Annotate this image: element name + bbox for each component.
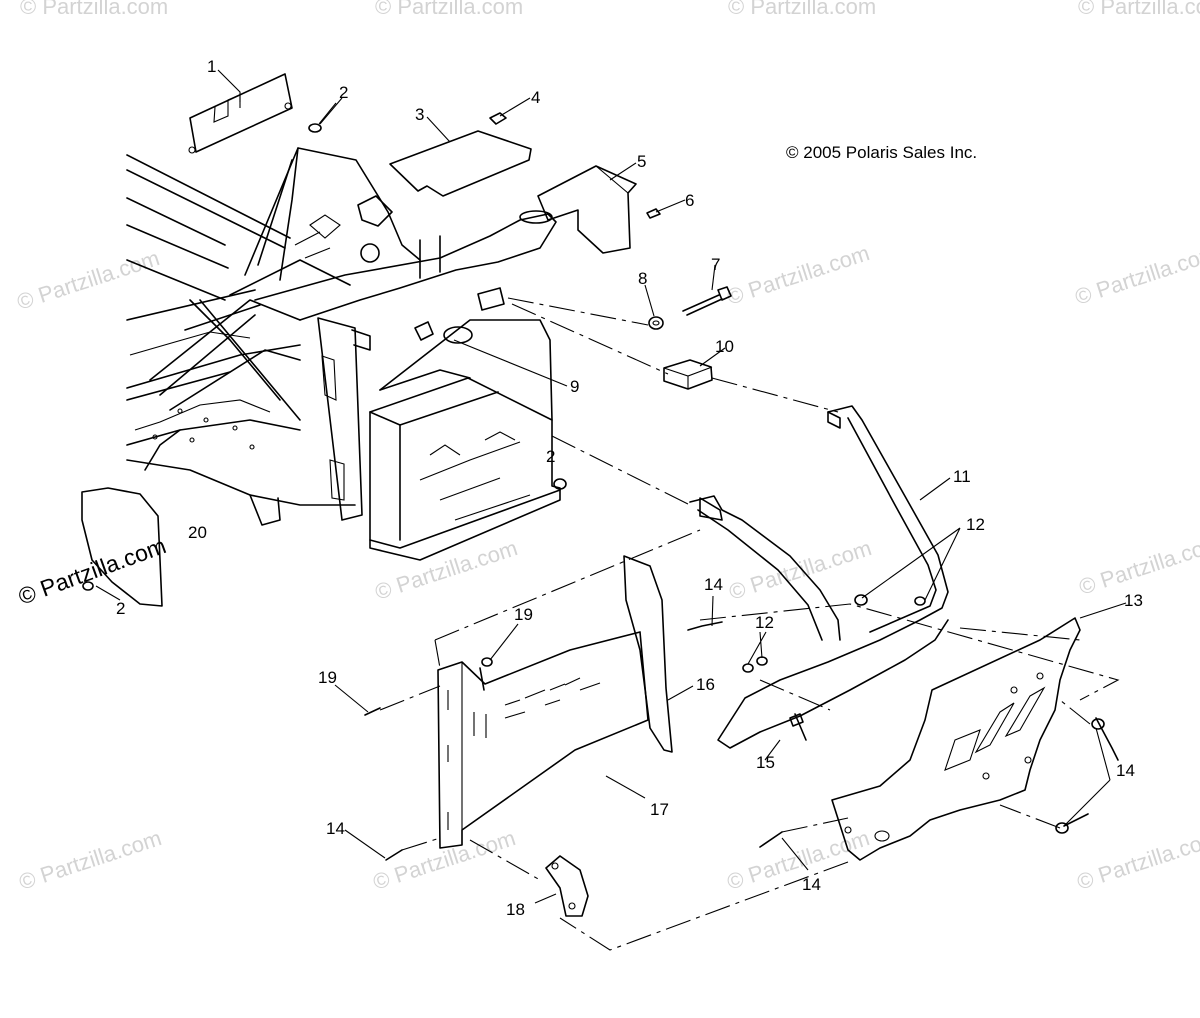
callout-14c: 14 [802,875,821,894]
callout-14: 14 [704,575,723,594]
watermark: © Partzilla.com [1072,240,1200,310]
callout-6: 6 [685,191,694,210]
callout-2c: 2 [116,599,125,618]
watermark: © Partzilla.com [375,0,523,19]
watermark: © Partzilla.com [16,825,165,895]
part-8-washer [648,316,664,330]
watermark: © Partzilla.com [724,240,873,310]
frame-assembly [126,147,557,526]
part-16-plate [623,555,673,753]
callout-18: 18 [506,900,525,919]
watermark: © Partzilla.com [1074,825,1200,895]
watermark: © Partzilla.com [1076,530,1200,600]
part-18-strap [545,855,589,917]
callout-13: 13 [1124,591,1143,610]
watermark: © Partzilla.com [372,535,521,605]
watermark: © Partzilla.com [1078,0,1200,19]
watermarks: © Partzilla.com © Partzilla.com © Partzi… [14,0,1200,895]
watermark: © Partzilla.com [14,245,163,315]
callout-12b: 12 [755,613,774,632]
part-13-skid-plate [831,617,1081,861]
callout-7: 7 [711,255,720,274]
callout-17: 17 [650,800,669,819]
watermark: © Partzilla.com [370,825,519,895]
part-1-bracket [188,73,293,154]
radiator-box [369,319,567,561]
part-5-bracket [537,165,637,254]
callout-20: 20 [188,523,207,542]
fasteners [364,621,1119,861]
watermark-overlay: © Partzilla.com [15,532,170,609]
part-3-panel [389,130,532,197]
callouts: 1 2 3 4 5 6 7 8 9 10 11 12 12 13 14 14 1… [116,57,1143,919]
part-2-screw [308,102,337,133]
callout-11: 11 [953,467,971,486]
callout-16: 16 [696,675,715,694]
copyright-notice: © 2005 Polaris Sales Inc. [786,143,977,162]
watermark: © Partzilla.com [724,825,873,895]
leader-lines [95,69,1127,904]
watermark: © Partzilla.com [20,0,168,19]
callout-12: 12 [966,515,985,534]
callout-5: 5 [637,152,646,171]
callout-3: 3 [415,105,424,124]
guide-lines [379,297,1120,951]
callout-8: 8 [638,269,647,288]
part-10-block [663,359,713,390]
part-11-bumper [689,405,949,749]
part-20-shield [81,487,163,607]
callout-10: 10 [715,337,734,356]
callout-9: 9 [570,377,579,396]
callout-2b: 2 [546,447,555,466]
part-7-bolt [682,286,732,316]
callout-4: 4 [531,88,540,107]
callout-19: 19 [514,605,533,624]
part-17-shroud [437,631,649,849]
callout-14b: 14 [1116,761,1135,780]
callout-2: 2 [339,83,348,102]
callout-15: 15 [756,753,775,772]
watermark: © Partzilla.com [728,0,876,19]
part-4-screw [489,112,507,125]
callout-1: 1 [207,57,216,76]
part-6-screw [646,208,661,219]
callout-14d: 14 [326,819,345,838]
callout-19b: 19 [318,668,337,687]
